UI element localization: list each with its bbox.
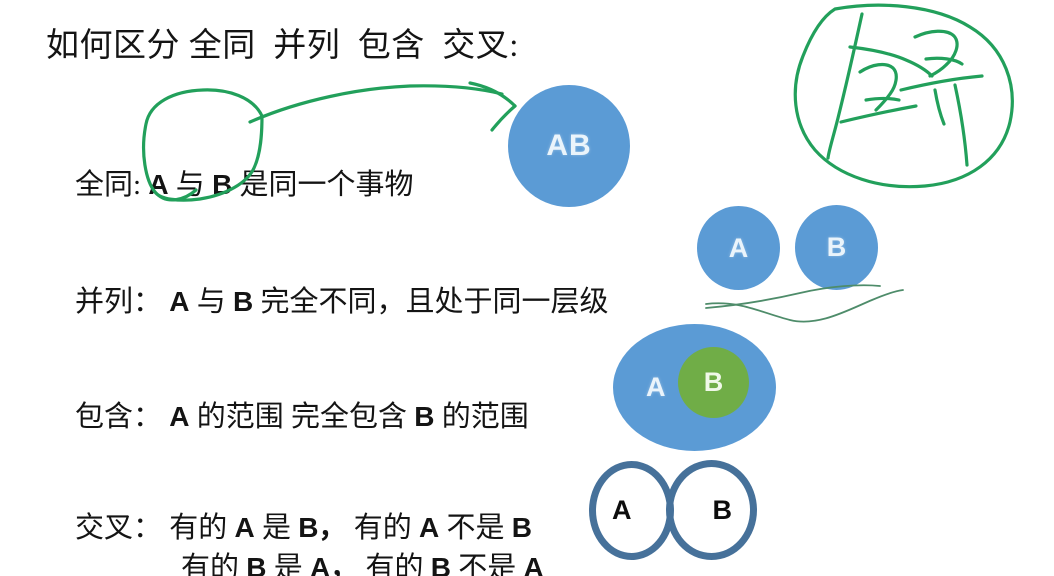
diagram-circle-parallel-b: B (795, 205, 878, 290)
ink-quanyi-stroke-8 (899, 74, 984, 92)
jiaocha-l1-t4: 不是 (446, 512, 505, 544)
diagram-circle-contain-inner-b: B (678, 347, 749, 418)
term-a-binglie: A (169, 286, 190, 317)
definition-text-baohan-suffix: 的范围 (441, 401, 529, 433)
definition-text-binglie: 完全不同，且处于同一层级 (260, 286, 609, 318)
jiaocha-l1-a2: A (419, 512, 440, 543)
ink-quanyi-stroke-4 (864, 96, 901, 102)
definition-label-quantong: 全同: (75, 169, 142, 201)
ink-quanyi-stroke-3 (858, 62, 898, 112)
definition-line-jiaocha-1: 交叉： 有的 A 是 B， 有的 A 不是 B (46, 468, 532, 576)
ink-quanyi-stroke-7 (924, 56, 964, 66)
ink-quanyi-stroke-2 (848, 45, 934, 78)
ink-quanyi-stroke-10 (953, 83, 969, 167)
jiaocha-l2-t1: 有的 (181, 552, 240, 576)
connector-binglie: 与 (196, 286, 226, 318)
diagram-circle-cross-b: B (666, 460, 757, 560)
ink-quanyi-stroke-9 (933, 88, 946, 126)
definition-line-baohan: 包含： A 的范围 完全包含 B 的范围 (46, 357, 529, 477)
ink-circle-around-quanyi (793, 3, 1014, 189)
diagram-circle-parallel-a: A (697, 206, 780, 290)
diagram-circle-cross-a: A (589, 461, 674, 560)
ink-quanyi-stroke-5 (839, 104, 918, 124)
term-a-baohan: A (169, 401, 190, 432)
definition-line-jiaocha-2: 有的 B 是 A， 有的 B 不是 A (152, 508, 544, 576)
ink-arrow-to-ab-circle-head (468, 81, 517, 108)
ink-arrow-to-ab-circle (248, 84, 504, 124)
term-b-quantong: B (212, 169, 233, 200)
definition-label-jiaocha: 交叉： (75, 512, 163, 544)
diagram-circle-ab: AB (508, 85, 630, 207)
jiaocha-l2-t3: 有的 (365, 552, 424, 576)
jiaocha-l2-b1: B (246, 552, 267, 576)
jiaocha-l1-t3: 有的 (353, 512, 412, 544)
jiaocha-l1-b2: B (511, 512, 533, 543)
term-b-baohan: B (414, 401, 435, 432)
jiaocha-l1-b1: B， (298, 512, 347, 543)
definition-label-binglie: 并列： (75, 286, 163, 318)
ink-quanyi-stroke-6 (913, 29, 959, 78)
definition-label-baohan: 包含： (75, 401, 163, 433)
jiaocha-l2-b2: B (430, 552, 451, 576)
jiaocha-l2-t2: 是 (273, 552, 303, 576)
definition-line-binglie: 并列： A 与 B 完全不同，且处于同一层级 (46, 242, 609, 362)
jiaocha-l1-a1: A (234, 512, 255, 543)
term-a-quantong: A (148, 169, 169, 200)
term-b-binglie: B (233, 286, 254, 317)
jiaocha-l2-t4: 不是 (458, 552, 517, 576)
ink-quanyi-stroke-1 (826, 12, 864, 160)
jiaocha-l1-t2: 是 (262, 512, 292, 544)
definition-text-baohan-mid: 的范围 完全包含 (196, 401, 408, 433)
jiaocha-l2-a1: A， (310, 552, 359, 576)
connector-quantong: 与 (175, 169, 205, 201)
definition-line-quantong: 全同: A 与 B 是同一个事物 (46, 125, 414, 245)
jiaocha-l1-t1: 有的 (169, 512, 228, 544)
page-title: 如何区分 全同 并列 包含 交叉: (46, 28, 519, 64)
definition-text-quantong: 是同一个事物 (239, 169, 414, 201)
ink-underline-parallel (705, 289, 904, 323)
jiaocha-l2-a2: A (523, 552, 544, 576)
